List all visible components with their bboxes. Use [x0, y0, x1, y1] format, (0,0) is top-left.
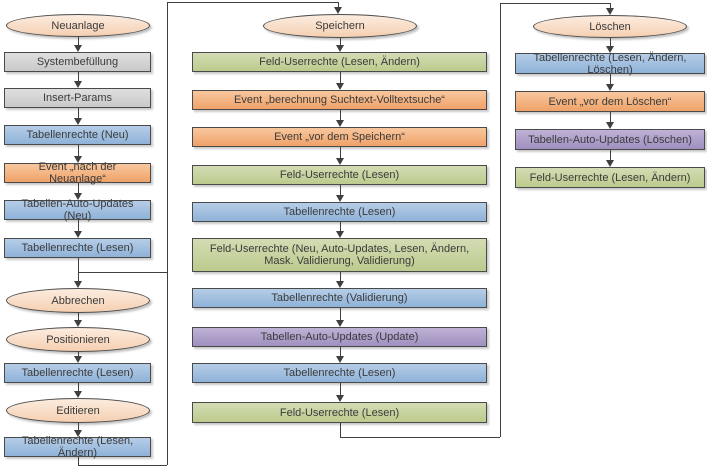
- flow-node-loeschen: Löschen: [533, 15, 687, 38]
- arrow-down-icon: [74, 183, 83, 200]
- arrow-down-icon: [334, 2, 343, 14]
- connector-line: [78, 272, 167, 273]
- flow-node-tabellen-auto-updates-loeschen: Tabellen-Auto-Updates (Löschen): [515, 129, 705, 150]
- flow-node-systembefuellung: Systembefüllung: [4, 52, 151, 72]
- connector-line: [167, 2, 338, 3]
- connector-line: [167, 2, 168, 465]
- flow-node-feld-userrechte-lesen-aendern-right: Feld-Userrechte (Lesen, Ändern): [515, 167, 705, 188]
- arrow-down-icon: [606, 74, 615, 91]
- arrow-down-icon: [336, 147, 345, 165]
- flow-node-tabellenrechte-lesen-mid-2: Tabellenrechte (Lesen): [192, 363, 487, 383]
- flow-node-tabellenrechte-lesen-mid: Tabellenrechte (Lesen): [192, 202, 487, 222]
- arrow-down-icon: [74, 72, 83, 88]
- arrow-down-icon: [74, 108, 83, 125]
- flow-node-tabellenrechte-lesen-aendern-loeschen: Tabellenrechte (Lesen, Ändern, Löschen): [515, 52, 705, 76]
- arrow-down-icon: [606, 3, 615, 15]
- arrow-down-icon: [74, 220, 83, 238]
- flow-node-positionieren: Positionieren: [6, 327, 150, 352]
- flow-node-feld-userrechte-neu-auto-updates: Feld-Userrechte (Neu, Auto-Updates, Lese…: [192, 238, 487, 272]
- connector-line: [78, 465, 167, 466]
- flow-node-tabellenrechte-lesen-aendern: Tabellenrechte (Lesen, Ändern): [4, 435, 151, 459]
- arrow-down-icon: [336, 222, 345, 238]
- flow-node-feld-userrechte-lesen-aendern: Feld-Userrechte (Lesen, Ändern): [192, 52, 487, 72]
- flow-node-tabellen-auto-updates-update: Tabellen-Auto-Updates (Update): [192, 327, 487, 347]
- arrow-down-icon: [606, 38, 615, 53]
- flow-node-event-berechnung-suchtext: Event „berechnung Suchtext-Volltextsuche…: [192, 90, 487, 110]
- connector-line: [340, 423, 341, 437]
- connector-line: [78, 457, 79, 465]
- arrow-down-icon: [336, 72, 345, 90]
- arrow-down-icon: [74, 313, 83, 327]
- arrow-down-icon: [336, 272, 345, 288]
- flow-node-tabellenrechte-lesen: Tabellenrechte (Lesen): [4, 238, 151, 258]
- flow-node-event-vor-dem-loeschen: Event „vor dem Löschen“: [515, 91, 705, 112]
- arrow-down-icon: [74, 145, 83, 163]
- arrow-down-icon: [74, 352, 83, 363]
- flow-node-neuanlage: Neuanlage: [6, 14, 150, 37]
- arrow-down-icon: [336, 110, 345, 127]
- arrow-down-icon: [74, 383, 83, 398]
- flow-node-tabellen-auto-updates-neu: Tabellen-Auto-Updates (Neu): [4, 198, 151, 222]
- flow-node-insert-params: Insert-Params: [4, 88, 151, 108]
- flow-node-feld-userrechte-lesen-2: Feld-Userrechte (Lesen): [192, 402, 487, 423]
- connector-line: [340, 437, 500, 438]
- arrow-down-icon: [336, 38, 345, 52]
- flow-node-event-vor-dem-speichern: Event „vor dem Speichern“: [192, 127, 487, 147]
- connector-line: [500, 3, 501, 437]
- arrow-down-icon: [606, 112, 615, 129]
- arrow-down-icon: [336, 308, 345, 327]
- arrow-down-icon: [336, 185, 345, 202]
- connector-line: [500, 3, 610, 4]
- flow-node-tabellenrechte-lesen-2: Tabellenrechte (Lesen): [4, 363, 151, 383]
- arrow-down-icon: [74, 37, 83, 52]
- flow-node-speichern: Speichern: [263, 14, 417, 38]
- flow-node-tabellenrechte-neu: Tabellenrechte (Neu): [4, 125, 151, 145]
- arrow-down-icon: [336, 347, 345, 363]
- arrow-down-icon: [74, 423, 83, 437]
- flow-node-abbrechen: Abbrechen: [6, 288, 150, 313]
- flow-node-tabellenrechte-validierung: Tabellenrechte (Validierung): [192, 288, 487, 308]
- arrow-down-icon: [336, 383, 345, 402]
- arrow-down-icon: [606, 150, 615, 167]
- flow-node-editieren: Editieren: [6, 398, 150, 423]
- flow-node-event-nach-der-neuanlage: Event „nach der Neuanlage“: [4, 161, 151, 185]
- flow-node-feld-userrechte-lesen: Feld-Userrechte (Lesen): [192, 165, 487, 185]
- arrow-down-icon: [74, 258, 83, 288]
